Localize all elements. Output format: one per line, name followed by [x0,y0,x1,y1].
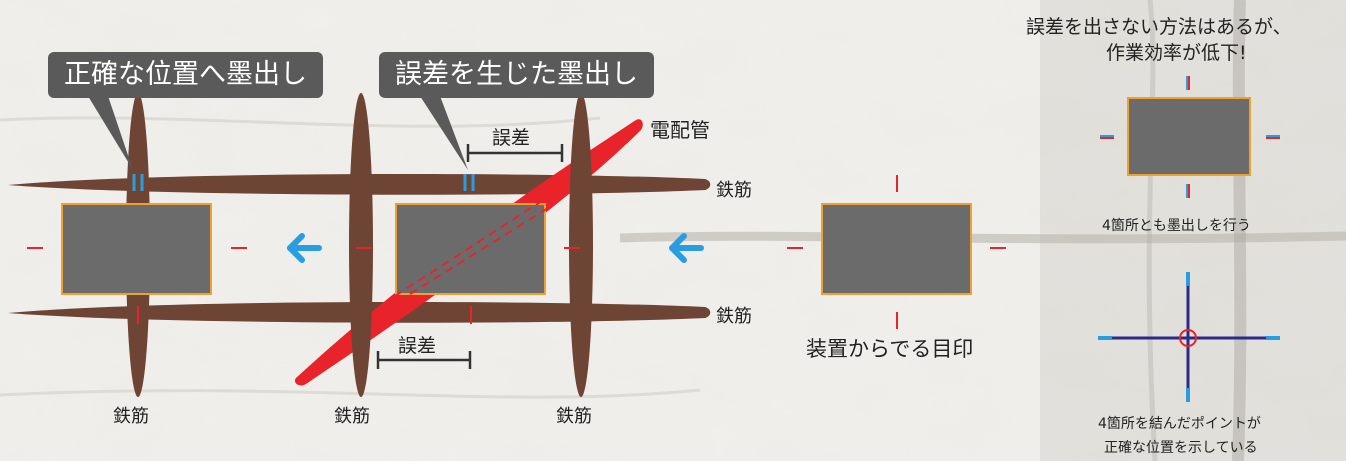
conduit-dashed-line [394,196,549,297]
arrow-left-icon [669,233,704,263]
callout-pointer-correct [88,96,133,170]
device-opening-box [821,203,972,295]
correct-opening-box [61,203,212,295]
callout-error-marking: 誤差を生じた墨出し [379,52,654,98]
panel-heading-line1: 誤差を出さない方法はあるが、 [1026,16,1292,38]
rebar-label-right: 鉄筋 [556,406,592,427]
rebar-label-left: 鉄筋 [113,406,149,427]
callout-pointer-error [420,96,468,170]
callout-correct-marking: 正確な位置へ墨出し [48,52,323,98]
rebar-label-middle: 鉄筋 [334,406,370,427]
arrow-left-icon [287,233,322,263]
rebar-label-top: 鉄筋 [716,180,752,201]
rebar-label-bottom: 鉄筋 [716,306,752,327]
panel-caption2-line2: 正確な位置を示している [1104,440,1258,456]
panel-caption2-line1: 4箇所を結んだポイントが [1098,416,1261,432]
error-label-bottom: 誤差 [398,335,437,357]
rebar-vertical-middle [349,93,373,397]
crosshair-diagram [1098,272,1280,402]
rebar-vertical-right [569,93,593,397]
panel-heading-line2: 作業効率が低下! [1106,42,1247,64]
panel-caption1: 4箇所とも墨出しを行う [1102,218,1251,234]
device-mark-label: 装置からでる目印 [806,337,974,361]
panel-box [1127,97,1251,176]
error-label-top: 誤差 [492,127,531,149]
conduit-label: 電配管 [650,118,710,142]
target-circle-icon [1179,329,1197,347]
